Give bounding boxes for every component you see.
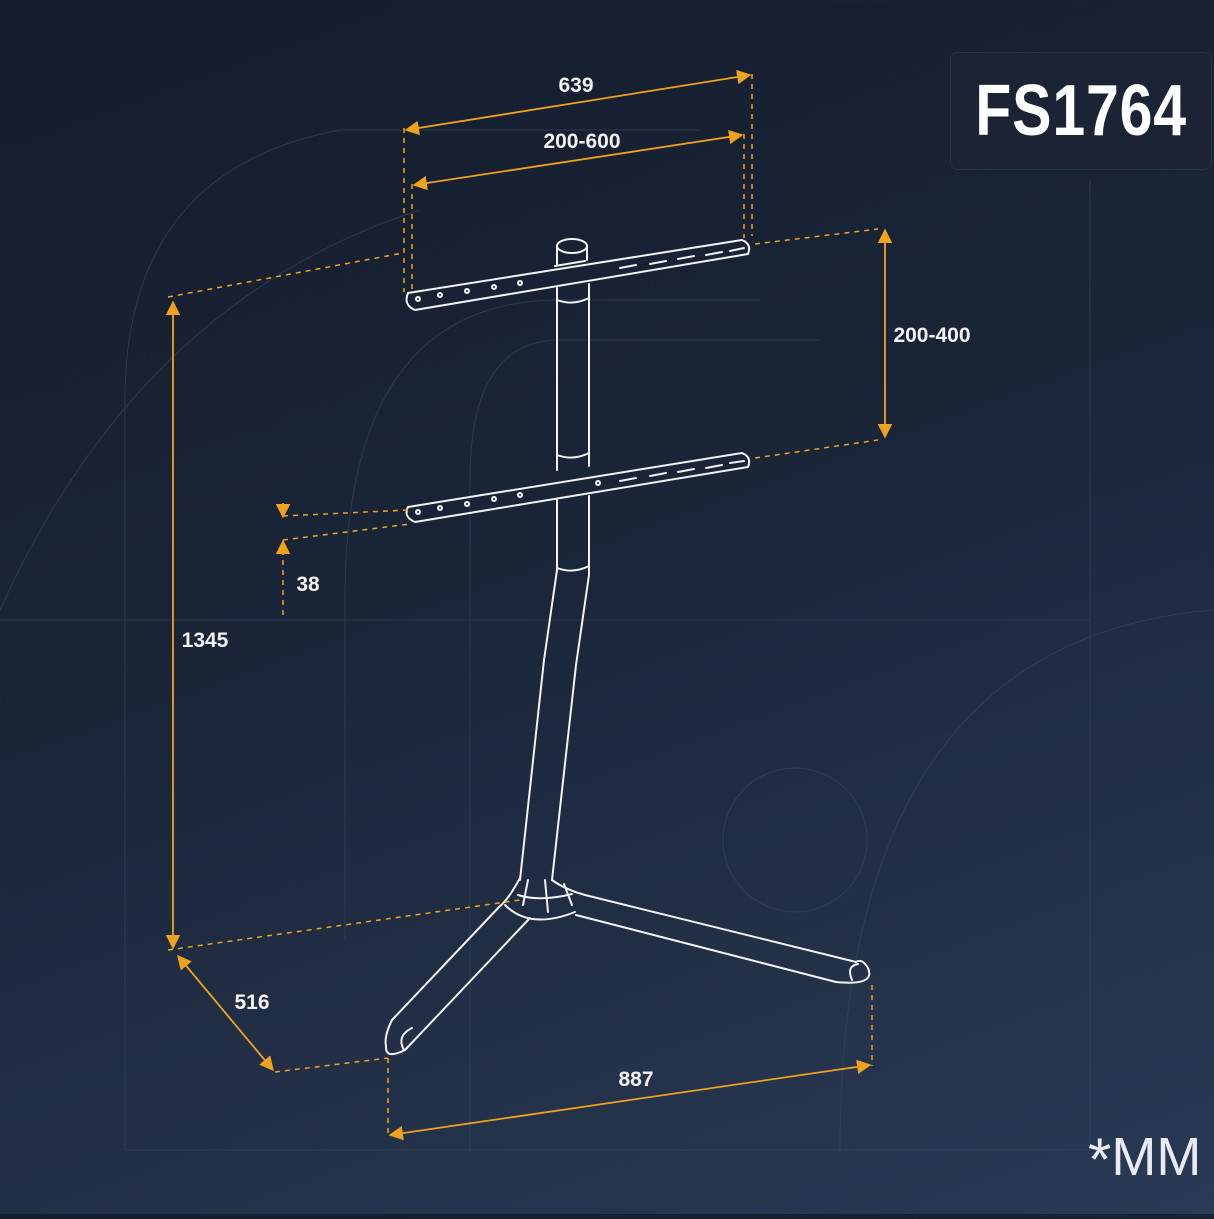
dim-label-639: 639 — [558, 74, 593, 97]
dimension-labels: 639 200-600 200-400 38 1345 516 887 — [182, 74, 971, 1091]
model-number: FS1764 — [975, 71, 1187, 151]
unit-label: MM — [1111, 1127, 1202, 1187]
lower-bracket — [405, 452, 751, 523]
base-legs — [384, 877, 871, 1056]
dim-line-887 — [388, 1059, 872, 1141]
dim-label-200-600: 200-600 — [543, 130, 620, 153]
dimension-lines — [165, 69, 893, 1141]
dim-line-200-600 — [412, 129, 744, 191]
unit-asterisk: * — [1088, 1126, 1112, 1193]
dim-line-516 — [177, 954, 274, 1072]
model-badge: FS1764 — [950, 52, 1212, 170]
dim-label-1345: 1345 — [182, 629, 229, 652]
upper-pole — [556, 283, 590, 471]
dim-label-38: 38 — [296, 573, 320, 596]
unit-note: *MM — [1088, 1130, 1208, 1210]
dimension-guides — [167, 74, 879, 1136]
dim-label-516: 516 — [234, 991, 269, 1014]
dim-label-887: 887 — [618, 1068, 653, 1091]
top-bracket — [405, 238, 751, 311]
dim-label-200-400: 200-400 — [893, 324, 970, 347]
lower-pole — [519, 495, 590, 881]
dim-line-639 — [404, 69, 752, 136]
stand-outline — [384, 238, 871, 1056]
background-guides — [0, 129, 1214, 1151]
